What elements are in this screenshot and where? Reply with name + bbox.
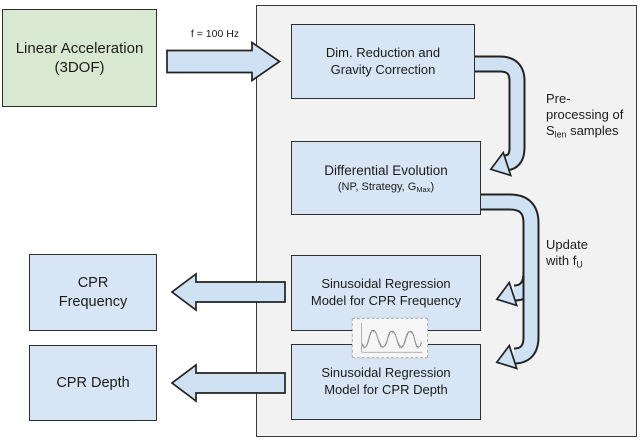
annotation-preprocessing: Pre- processing of Slen samples — [546, 91, 624, 140]
node-regression-depth-line1: Sinusoidal Regression — [321, 365, 451, 381]
node-linear-acceleration-line1: Linear Acceleration — [15, 39, 144, 57]
waveform-thumbnail — [352, 318, 428, 358]
node-dim-reduction: Dim. Reduction and Gravity Correction — [291, 24, 475, 99]
node-differential-evolution-params: (NP, Strategy, GMax) — [337, 180, 435, 194]
node-dim-reduction-line1: Dim. Reduction and — [325, 44, 441, 60]
annotation-update: Update with fU — [546, 237, 588, 270]
node-cpr-frequency: CPR Frequency — [29, 254, 157, 331]
node-cpr-frequency-line2: Frequency — [58, 293, 128, 310]
node-cpr-depth-line1: CPR Depth — [56, 374, 130, 391]
node-linear-acceleration-line2: (3DOF) — [54, 59, 105, 76]
node-differential-evolution-title: Differential Evolution — [324, 162, 448, 178]
node-dim-reduction-line2: Gravity Correction — [330, 61, 436, 77]
node-cpr-frequency-line1: CPR — [77, 274, 109, 291]
sine-plot-icon — [361, 322, 423, 353]
node-differential-evolution: Differential Evolution (NP, Strategy, GM… — [291, 141, 481, 215]
sampling-rate-label: f = 100 Hz — [190, 28, 240, 40]
node-regression-frequency-line1: Sinusoidal Regression — [321, 276, 451, 292]
node-cpr-depth: CPR Depth — [29, 345, 157, 421]
node-linear-acceleration: Linear Acceleration (3DOF) — [2, 9, 157, 107]
node-regression-depth-line2: Model for CPR Depth — [324, 382, 448, 397]
node-regression-frequency-line2: Model for CPR Frequency — [310, 293, 462, 308]
